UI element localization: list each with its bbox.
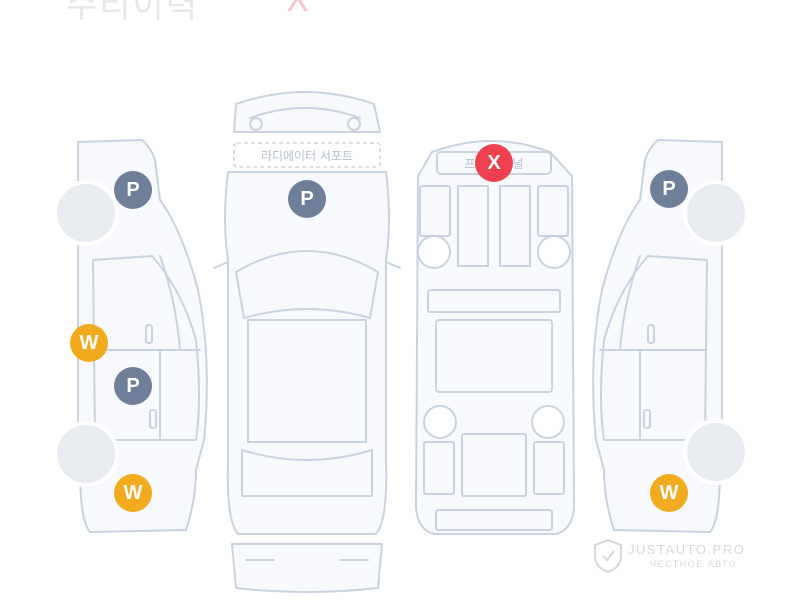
shield-logo-icon [594, 538, 622, 574]
marker-left-side-front-fender[interactable]: P [114, 171, 152, 209]
marker-left-side-rear-door[interactable]: P [114, 367, 152, 405]
marker-frame-front-panel[interactable]: X [475, 144, 513, 182]
watermark-brand: JUSTAUTO.PRO [628, 542, 746, 557]
marker-left-side-rear-quarter[interactable]: W [114, 474, 152, 512]
section-title-x-mark: X [286, 0, 310, 20]
marker-right-side-front-fender[interactable]: P [650, 170, 688, 208]
right-side-view [592, 139, 749, 533]
watermark-tagline: ЧЕСТНОЕ АВТО [650, 559, 738, 569]
watermark: JUSTAUTO.PRO ЧЕСТНОЕ АВТО [592, 538, 762, 578]
top-view: 라디에이터 서포트 [213, 91, 401, 593]
section-title-partial: 수리이력 [66, 0, 200, 26]
radiator-support-box [233, 142, 381, 168]
radiator-support-label: 라디에이터 서포트 [261, 149, 353, 163]
marker-right-side-rear-quarter[interactable]: W [650, 474, 688, 512]
marker-top-view-hood[interactable]: P [288, 180, 326, 218]
marker-left-side-front-door[interactable]: W [70, 324, 108, 362]
left-side-view [53, 139, 208, 533]
frame-view: 프론트 패널 [415, 140, 575, 535]
